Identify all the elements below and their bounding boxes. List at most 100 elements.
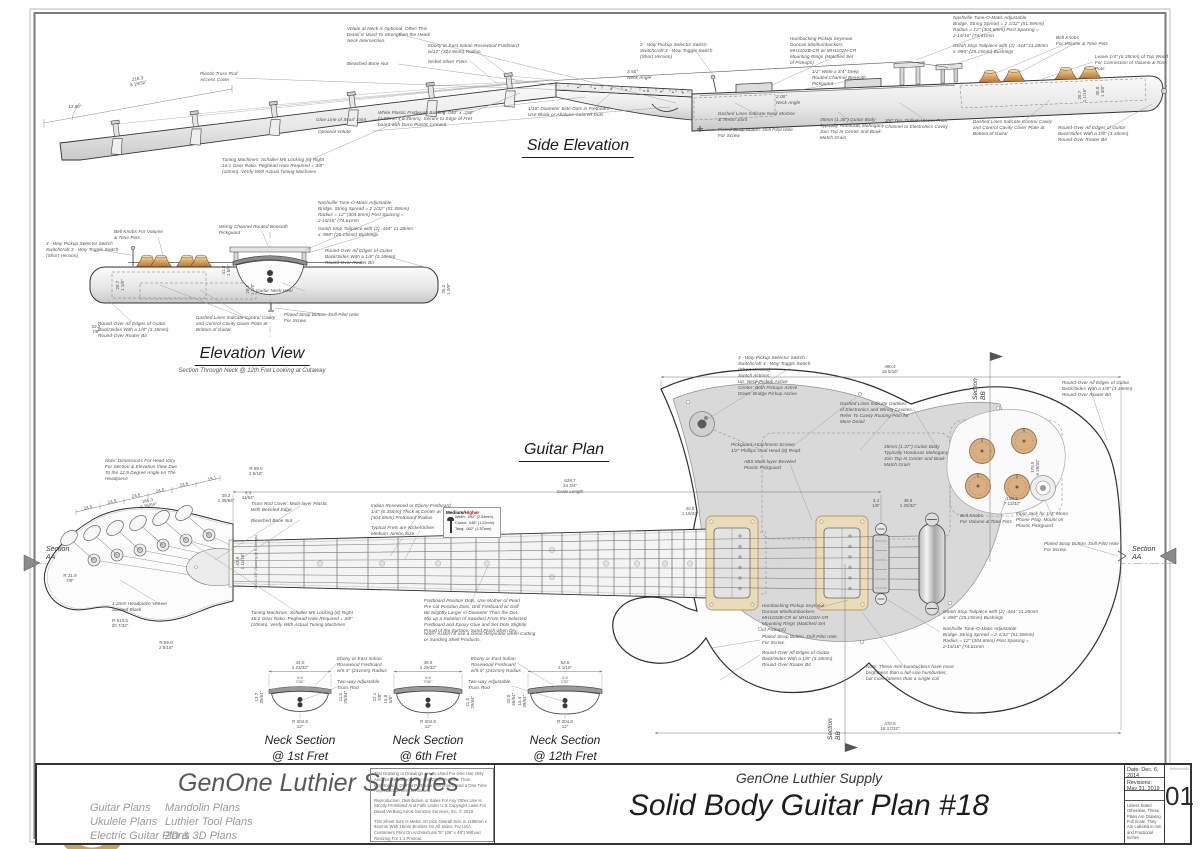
note-side-dots: 1/16" Diameter Side Dots in Fretboard Us… (528, 106, 610, 118)
control-knobs (965, 428, 1037, 500)
fretwire-spec-box: Medium/Higher Width: .092" (2.34mm) Crow… (443, 507, 501, 538)
note-roundover-elev-left: Round-Over All Edges of Guitar Back/Side… (98, 321, 169, 339)
legal-paragraph-1: This Drawing or Drawings Are To Used For… (374, 771, 487, 794)
brand-categories-col1: Guitar Plans Ukulele Plans Electric Guit… (90, 802, 190, 843)
dim-34: 3.4 1/8" (872, 498, 880, 509)
dim-neck-44: 44.0 1 23/32" (291, 660, 309, 671)
section-aa-left-label: Section AA (46, 546, 70, 562)
legal-paragraph-3: This Sheet Size Is Metric A0 Size Overal… (374, 818, 487, 841)
dim-scale-length: 628.7 24 3/4" (562, 478, 578, 489)
neck-sections-drawing (268, 670, 603, 719)
dim-neck-55-3: 5.5 7/32" (560, 674, 570, 684)
section-bb-bottom-label: Section BB (827, 718, 842, 740)
fretwire-profile-icon (446, 515, 455, 533)
note-neck-fretboard-right: Ebony or East Indian Rosewood Fretboard … (471, 656, 521, 674)
note-nashville-plan: Nashville Tune-O-Matic Adjustable Bridge… (943, 626, 1035, 650)
fretwire-size-1: Medium/ (446, 509, 465, 515)
dim-neck-angle-350: 3.50° Neck Angle (627, 69, 652, 81)
dim-neck-526: 52.6 2 1/16" (557, 660, 573, 671)
brand-categories-col2: Mandolin Plans Luthier Tool Plans 2D & 3… (165, 802, 253, 843)
sheet-number-box: firebirdstudio 01 (1164, 765, 1194, 843)
note-pickguard-screws: Pickguard Attachment Screws 1/2" Phillip… (731, 442, 802, 454)
dim-neck-486: 48.6 1 29/32" (419, 660, 437, 671)
dim-44: 4.4 11/64" (241, 490, 255, 501)
legal-paragraph-2: Reproduction, Distribution or Sales For … (374, 797, 487, 815)
note-truss-rod-left: Two-way Adjustable Truss Rod (337, 679, 380, 691)
note-neck-fretboard-left: Ebony or East Indian Rosewood Fretboard … (337, 656, 387, 674)
sheet-number: 01 (1165, 780, 1194, 811)
elevation-view-drawing (89, 232, 439, 338)
note-roundover-plan-bottom: Round-Over All Edges of Guitar Back/Side… (762, 650, 833, 668)
note-volute-optional: Volute at Neck is Optional. Often This D… (347, 26, 431, 44)
note-minihumbucker-tone: Note: These mini-humbuckers have more br… (866, 664, 954, 682)
note-veneer: 1.2mm Headpiece Veneer Stained Black (112, 601, 168, 613)
neck-section-title-1st: Neck Section @ 1st Fret (264, 733, 336, 763)
drawing-revisions: Revisions: May 31, 2019 (1125, 778, 1164, 792)
note-truss-access-cover: Plastic Truss Rod Access Cover (200, 71, 238, 83)
note-switch-side: 3 - Way Pickup Selector Switch Switchcra… (640, 42, 713, 60)
note-body-mahogany-side: 35mm (1.38") Guitar Body Typically Hondu… (820, 117, 885, 141)
note-head-dims-vary: Note: Dimensions For Head Vary For Secti… (105, 458, 178, 482)
dim-neck-221: 22.1 7/8" (371, 692, 382, 702)
note-leave-top-wood: Leave 1/4" (6.35mm) of Top Wood For Conn… (1095, 54, 1168, 72)
note-roundover-side: Round-Over All Edges of Guitar Back/Side… (1058, 125, 1129, 143)
dim-neck-r3048-3: R 304.8 12" (557, 719, 573, 730)
note-tuning-machines-side: Tuning Machines: Schaller M6 Locking (6)… (222, 157, 325, 175)
note-strap-button-side: Plated Strap Button. Drill Pilot Hole Fo… (718, 127, 793, 139)
note-truss-cover-plan: Truss Rod Cover: Multi-layer Plastic Wit… (251, 501, 328, 513)
dim-neck-115-1: 11.5 29/64" (337, 690, 348, 704)
note-input-jack: Input Jack for 1/4" Mono Phone Plug. Mou… (1016, 511, 1069, 529)
dim-490: 490.4 19 5/16" (881, 364, 899, 375)
drawing-info-panel: Date: Dec. 6, 2014 Revisions: May 31, 20… (1124, 765, 1164, 843)
dim-408: 40.8 1 19/32" (681, 506, 699, 517)
note-roundover-plan-top: Round-Over All Edges of Guitar Back/Side… (1062, 380, 1133, 398)
note-binding: White Plastic Fretboard Binding .040" x … (378, 110, 475, 128)
drawing-title: Solid Body Guitar Plan #18 (628, 789, 990, 822)
note-cavity-outlines: Dashed Lines Indicate Outlines of Electr… (840, 401, 914, 425)
dim-string-spacing: 35.1 1 3/8" (Spacing @ E Strings) (253, 535, 258, 589)
dim-elev-222: 22.2 7/8" (91, 324, 101, 335)
dim-267: 26.7 1 1/16" (1076, 88, 1087, 103)
view-subtitle-elevation-view: Section Through Neck @ 12th Fret Looking… (178, 368, 326, 374)
dim-1882: 188.2 7 13/32" (1003, 496, 1021, 507)
note-fretboard-side: Ebony or East Indian Rosewood Fretboard … (428, 43, 519, 55)
dim-1755: 175.5 6 29/32" (1029, 458, 1040, 476)
company-name: GenOne Luthier Supply (735, 770, 883, 786)
note-gotoh-elev: Gotoh Stop Tailpiece with (2) .444" 11.2… (318, 226, 414, 238)
dim-r59-bottom: R 59.0 2 5/16" (158, 640, 174, 651)
note-position-dots: Fretboard Position Dots. Use Mother of P… (424, 598, 527, 634)
note-bone-nut-plan: Bleached Bone Nut (251, 518, 293, 523)
dim-neck-137: 13.7 35/64" (253, 690, 264, 704)
note-nickel-frets: Nickel Silver Frets. (428, 59, 469, 64)
note-respirator: Note* ALWAYS use a Good Respirator when … (424, 631, 536, 643)
note-tuning-machines-plan: Tuning Machines: Schaller M6 Locking (6)… (251, 610, 354, 628)
dim-elev-287a: 28.7 1 1/8" (114, 279, 125, 291)
note-frets-plan: Typical Frets are Nickel/Silver Medium J… (371, 525, 435, 537)
note-control-cavity-side: Dashed Lines Indicate Control Cavity and… (973, 119, 1053, 137)
note-routed-channel: 1/2" Wide x 3/4" Deep Routed Channel Ben… (812, 69, 866, 87)
dim-neck-220: 22.0 55/64" (505, 692, 516, 706)
dim-elev-287b: 28.7 1 1/8" (244, 283, 255, 295)
note-wiring-channel: Wiring Channel Routed Beneath Pickguard (219, 224, 288, 236)
dim-r219: R 21.9 7/8" (63, 573, 77, 584)
view-title-side-elevation: Side Elevation (521, 137, 635, 158)
note-drilled-access: 3/8" Dia. Drilled Access From Channel to… (885, 118, 948, 130)
dim-head-angle: 12.90° (68, 104, 82, 109)
note-truss-rod-right: Two-way Adjustable Truss Rod (468, 679, 511, 691)
brand-logo-text: GenOne Luthier Supplies (178, 769, 459, 797)
dim-r59-top: R 59.0 2 5/16" (248, 466, 264, 477)
fretwire-size-2: Higher (464, 509, 480, 515)
note-bell-knobs-side: Bell Knobs For Volume & Tone Pots (1056, 35, 1108, 47)
dim-neck-154: 15.4 39/64" (516, 694, 527, 708)
view-title-elevation-view: Elevation View (194, 345, 310, 366)
dim-430-nut: 43.0 1 11/16" (234, 553, 245, 570)
note-nashville-elev: Nashville Tune-O-Matic Adjustable Bridge… (318, 200, 410, 224)
note-fretboard-plan: Indian Rosewood or Ebony Fretboard 1/4" … (371, 503, 451, 521)
scale-note: Unless Noted Otherwise, These Plans Are … (1127, 803, 1162, 840)
note-switch-plan: 3 - Way Pickup Selector Switch. Switchcr… (738, 355, 811, 397)
note-strap-button-plan-tail: Plated Strap Button. Drill Pilot Hole Fo… (1044, 541, 1119, 553)
dim-neck-r3048-1: R 304.8 12" (292, 719, 308, 730)
note-bell-knobs-plan: Bell Knobs For Volume & Tone Pots (960, 513, 1012, 525)
studio-credit: firebirdstudio (1169, 767, 1190, 771)
note-neck-heel: Guitar Neck Heel (256, 288, 293, 293)
